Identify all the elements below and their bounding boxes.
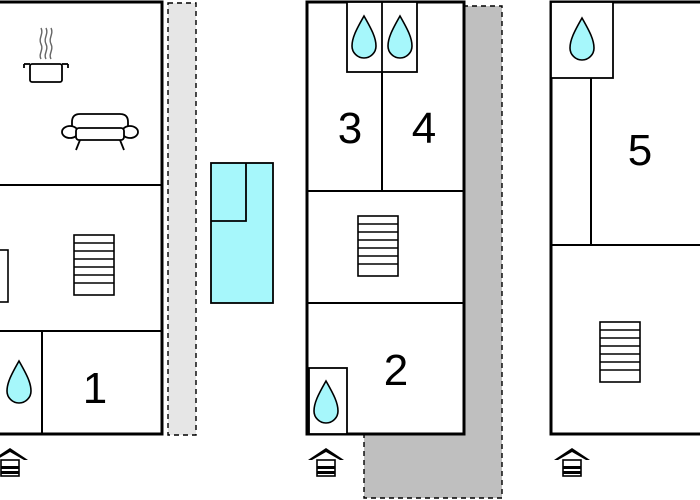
sofa-icon — [61, 113, 139, 151]
entrance-icon — [0, 447, 29, 477]
right-building: 5 — [549, 0, 700, 477]
entrance-icon — [307, 447, 345, 477]
stairs-icon — [357, 215, 399, 277]
entrance-icon — [553, 447, 591, 477]
terrace-left — [167, 2, 197, 436]
room-number-3: 3 — [338, 104, 362, 153]
pool-area — [210, 162, 274, 304]
stairs-icon — [599, 321, 641, 383]
room-number-4: 4 — [412, 104, 436, 153]
middle-building: 3 4 2 — [305, 0, 503, 499]
stairs-icon — [73, 234, 115, 296]
room-number-2: 2 — [384, 346, 408, 395]
pool — [210, 162, 274, 304]
cooking-pot-icon — [23, 27, 69, 83]
left-building: 1 — [0, 0, 197, 477]
room-number-5: 5 — [628, 126, 652, 175]
room-number-1: 1 — [83, 364, 107, 413]
left-building-outline — [0, 0, 164, 436]
